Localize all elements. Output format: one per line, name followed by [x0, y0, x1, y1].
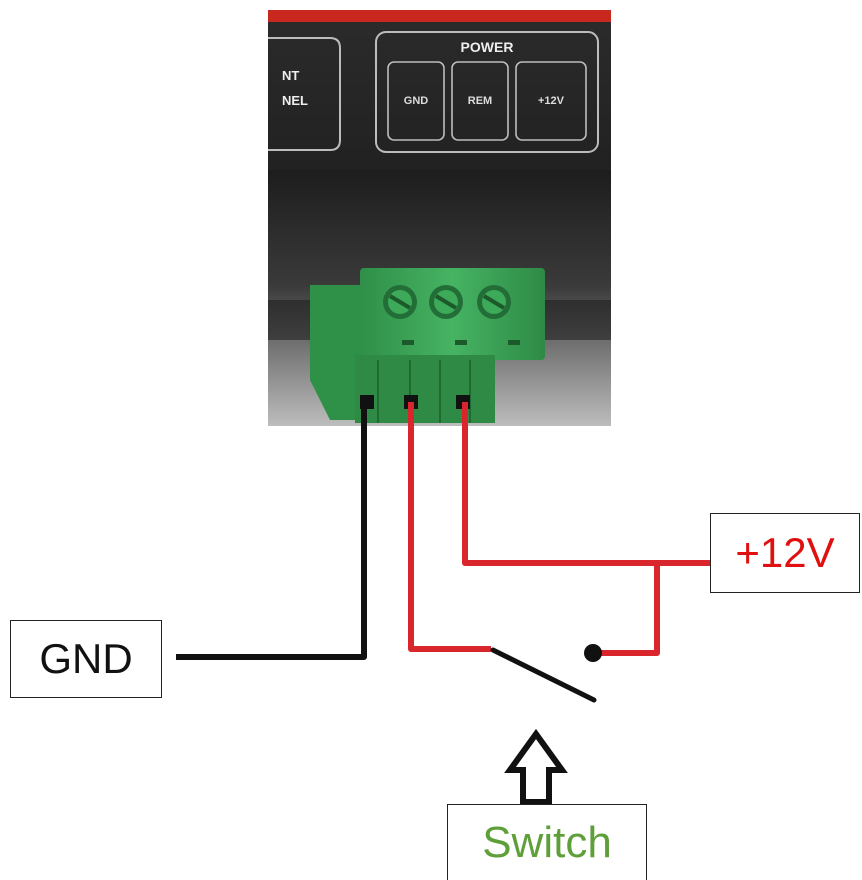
up-arrow-icon [504, 728, 568, 805]
device-red-trim [268, 10, 611, 22]
terminal-connector [310, 268, 545, 423]
switch-lever [490, 647, 597, 703]
screw-2 [429, 285, 463, 319]
power-terminal-label-gnd: GND [404, 95, 429, 107]
left-panel-outline [268, 37, 341, 151]
screw-3 [477, 285, 511, 319]
gnd-label: GND [39, 635, 133, 682]
power-panel-outline [375, 31, 599, 153]
power-terminal-box-rem [451, 61, 509, 141]
partial-label-2: NEL [282, 93, 308, 108]
screw-1 [383, 285, 417, 319]
rem-wire [408, 402, 491, 652]
plus12v-wire [462, 402, 710, 566]
gnd-label-box: GND [10, 620, 162, 698]
power-terminal-label-rem: REM [468, 95, 492, 107]
device-photo: NT NEL POWER GND REM +12V [268, 10, 611, 426]
switch-label-box: Switch [447, 804, 647, 880]
switch-contact [584, 644, 602, 662]
power-label: POWER [461, 39, 514, 55]
plus12v-label-box: +12V [710, 513, 860, 593]
power-terminal-box-gnd [387, 61, 445, 141]
power-terminal-box-12v [515, 61, 587, 141]
plus12v-label: +12V [735, 529, 835, 576]
gnd-wire [176, 402, 367, 660]
partial-label-1: NT [282, 68, 299, 83]
switch-label: Switch [482, 817, 612, 867]
connector-front [355, 355, 495, 423]
power-terminal-label-12v: +12V [538, 95, 565, 107]
spst-switch-icon [490, 644, 602, 703]
switch-feed-wire [592, 563, 660, 656]
